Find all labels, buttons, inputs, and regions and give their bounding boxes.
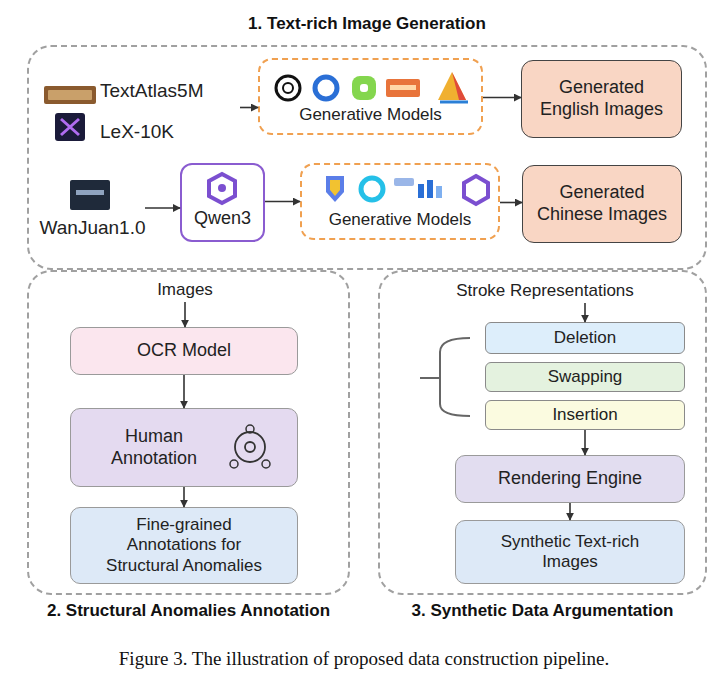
model-logo	[330, 180, 340, 196]
model-logo	[315, 77, 337, 99]
figure-caption: Figure 3. The illustration of proposed d…	[0, 648, 728, 670]
flow-arrow	[265, 201, 300, 203]
input-label: Images	[150, 278, 220, 302]
model-logo	[352, 76, 376, 100]
section-panel: 3. Synthetic Data ArgumentationStroke Re…	[378, 270, 707, 595]
model-logo	[386, 79, 420, 97]
dataset-logo	[70, 180, 110, 210]
model-logo	[360, 84, 368, 92]
node-label: Synthetic Text-rich Images	[486, 532, 654, 573]
annotator-icon	[262, 460, 270, 468]
dataset-label: TextAtlas5M LeX-10K	[100, 80, 240, 144]
model-logo	[326, 176, 344, 202]
group-bracket	[420, 338, 470, 416]
section-heading: 1. Text-rich Image Generation	[29, 14, 705, 34]
process-box: Rendering Engine	[455, 455, 685, 503]
model-logo	[452, 72, 466, 100]
model-logo	[390, 85, 416, 90]
output-box: Generated Chinese Images	[522, 165, 682, 243]
node-label: TextAtlas5M	[100, 80, 203, 103]
node-label: Qwen3	[194, 208, 251, 230]
flow-arrow	[183, 487, 185, 507]
node-label: Deletion	[554, 328, 616, 348]
flow-arrow	[569, 503, 571, 520]
model-logo	[438, 72, 466, 100]
llm-box: Qwen3	[180, 163, 265, 242]
node-label: Stroke Representations	[456, 281, 634, 301]
model-logo	[276, 76, 300, 100]
node-label: WanJuan1.0	[40, 217, 146, 240]
dataset-label: WanJuan1.0	[40, 176, 145, 240]
node-label: Generated Chinese Images	[535, 182, 669, 225]
process-box: Human Annotation	[70, 408, 298, 487]
node-label: Generated English Images	[534, 77, 669, 120]
result-box: Synthetic Text-rich Images	[455, 520, 685, 584]
model-logo	[464, 176, 488, 204]
dataset-logo	[44, 86, 96, 104]
annotator-icon	[246, 425, 254, 433]
node-label: Human Annotation	[81, 426, 227, 469]
model-logo	[440, 101, 468, 104]
process-box: OCR Model	[70, 327, 298, 375]
flow-arrow	[240, 107, 258, 109]
section-heading: 2. Structural Anomalies Annotation	[29, 601, 348, 621]
node-label: OCR Model	[137, 340, 231, 362]
model-group: Generative Models	[258, 58, 483, 135]
annotator-icon	[235, 432, 265, 462]
model-logo	[418, 184, 424, 198]
node-label: Insertion	[552, 405, 617, 425]
result-box: Fine-grained Annotations for Structural …	[70, 507, 298, 584]
node-label: Generative Models	[329, 210, 472, 230]
flow-arrow	[500, 202, 522, 204]
model-logo	[361, 178, 383, 200]
node-label: Generative Models	[299, 105, 442, 125]
model-logo	[427, 180, 433, 198]
operation-box: Swapping	[485, 362, 685, 392]
model-logo	[436, 186, 442, 198]
input-label: Stroke Representations	[405, 279, 685, 303]
llm-logo	[218, 184, 226, 192]
section-panel: 1. Text-rich Image GenerationTextAtlas5M…	[27, 45, 707, 270]
flow-arrow	[584, 430, 586, 455]
flow-arrow	[184, 302, 186, 327]
flow-arrow	[584, 303, 586, 322]
model-logo	[283, 83, 293, 93]
dataset-logo	[76, 190, 104, 195]
model-logo	[394, 178, 414, 186]
operation-box: Deletion	[485, 322, 685, 354]
dataset-logo	[48, 90, 92, 100]
node-label: Fine-grained Annotations for Structural …	[93, 515, 275, 576]
node-label: LeX-10K	[100, 121, 174, 144]
node-label: Swapping	[548, 367, 623, 387]
dataset-logo	[61, 119, 79, 135]
annotator-icon	[230, 460, 238, 468]
section-heading: 3. Synthetic Data Argumentation	[380, 601, 705, 621]
operation-box: Insertion	[485, 400, 685, 430]
flow-arrow	[483, 97, 521, 99]
flow-arrow	[145, 207, 180, 209]
section-panel: 2. Structural Anomalies AnnotationImages…	[27, 270, 350, 595]
annotator-icon	[245, 442, 255, 452]
node-label: Rendering Engine	[498, 468, 642, 490]
output-box: Generated English Images	[521, 60, 682, 138]
flow-arrow	[183, 375, 185, 408]
node-label: Images	[157, 280, 213, 300]
model-group: Generative Models	[300, 163, 500, 240]
llm-logo	[209, 174, 235, 203]
dataset-logo	[55, 113, 85, 141]
